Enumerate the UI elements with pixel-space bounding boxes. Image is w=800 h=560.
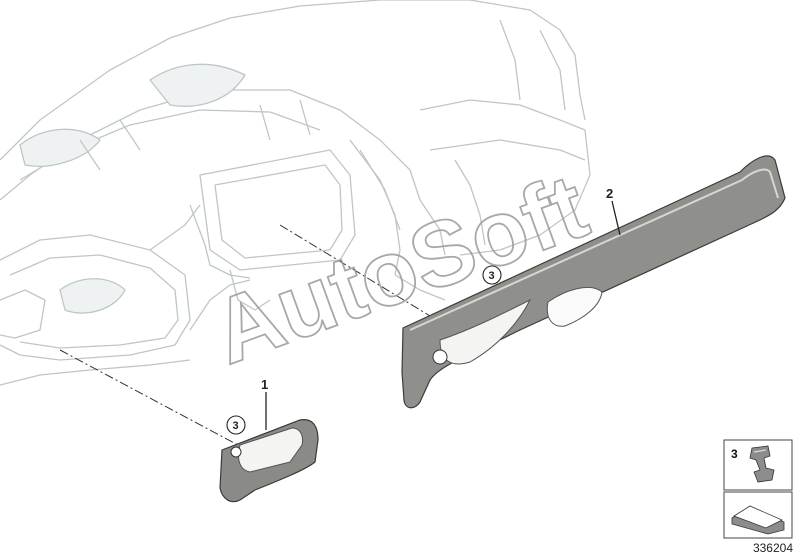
trim-piece-hole bbox=[230, 446, 242, 458]
legend-item-number: 3 bbox=[731, 447, 738, 461]
legend-gasket-box bbox=[723, 491, 793, 539]
trim-slot bbox=[546, 287, 603, 327]
callout-part-1[interactable]: 1 bbox=[261, 377, 268, 430]
callout-part-2[interactable]: 2 bbox=[606, 186, 621, 236]
clip-ref-strip[interactable]: 3 bbox=[482, 265, 502, 285]
leader-lines bbox=[59, 224, 441, 446]
clip-ref-piece[interactable]: 3 bbox=[226, 415, 246, 435]
clip-ref-label-strip: 3 bbox=[489, 270, 495, 282]
watermark: AutoSoft bbox=[200, 155, 600, 384]
callout-label-part-1: 1 bbox=[261, 377, 268, 392]
leader-line-part-1 bbox=[59, 349, 239, 446]
dashboard-outline bbox=[0, 0, 591, 386]
trim-cutout bbox=[439, 298, 532, 365]
gasket-icon bbox=[731, 505, 785, 535]
clip-ref-label-piece: 3 bbox=[233, 420, 239, 432]
trim-hole bbox=[432, 349, 448, 365]
leader-line-part-2 bbox=[279, 224, 441, 323]
document-number: 336204 bbox=[752, 541, 793, 555]
part-2-trim-strip[interactable] bbox=[401, 155, 786, 409]
legend-clip-box: 3 bbox=[723, 439, 793, 491]
clip-icon bbox=[749, 445, 775, 483]
callout-label-part-2: 2 bbox=[606, 186, 613, 201]
trim-piece-opening bbox=[237, 427, 303, 473]
part-1-trim-piece[interactable] bbox=[219, 419, 319, 503]
